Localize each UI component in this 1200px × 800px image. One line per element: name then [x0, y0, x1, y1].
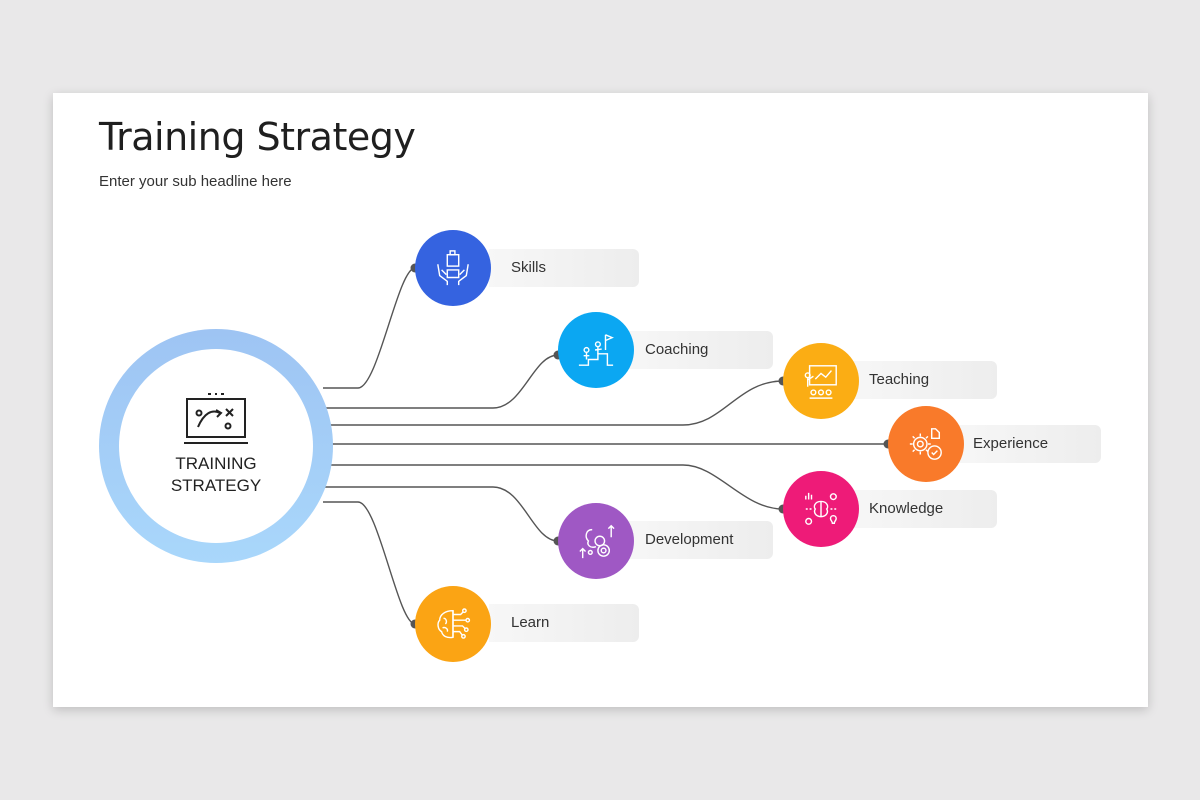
- label-development: Development: [645, 531, 734, 548]
- label-knowledge: Knowledge: [869, 500, 944, 517]
- node-learn: [415, 586, 491, 662]
- label-coaching: Coaching: [645, 341, 709, 358]
- climb-flag-icon: [578, 334, 614, 366]
- node-knowledge: [783, 471, 859, 547]
- hub-inner: TRAINING STRATEGY: [119, 349, 313, 543]
- label-pill-skills: Skills: [489, 249, 639, 287]
- brain-bulb-icon: [805, 492, 837, 525]
- label-pill-teaching: Teaching: [847, 361, 997, 399]
- presentation-icon: [804, 365, 837, 399]
- connector-learn: [323, 501, 416, 625]
- node-development: [558, 503, 634, 579]
- label-pill-knowledge: Knowledge: [847, 490, 997, 528]
- connector-skills: [323, 267, 416, 389]
- hands-puzzle-icon: [437, 250, 469, 286]
- label-teaching: Teaching: [869, 371, 930, 388]
- node-skills: [415, 230, 491, 306]
- label-experience: Experience: [973, 435, 1049, 452]
- node-teaching: [783, 343, 859, 419]
- connector-teaching: [323, 380, 784, 426]
- connector-coaching: [323, 354, 559, 409]
- brain-circuit-icon: [437, 608, 471, 639]
- label-learn: Learn: [511, 614, 550, 631]
- slide-title: Training Strategy: [99, 115, 416, 159]
- strategy-board-icon: [184, 393, 248, 444]
- connector-knowledge: [323, 464, 784, 510]
- label-pill-learn: Learn: [489, 604, 639, 642]
- label-pill-coaching: Coaching: [623, 331, 773, 369]
- node-coaching: [558, 312, 634, 388]
- gear-check-icon: [909, 428, 942, 460]
- connector-development: [323, 486, 559, 542]
- label-skills: Skills: [511, 259, 547, 276]
- slide-subtitle: Enter your sub headline here: [99, 173, 292, 190]
- label-pill-development: Development: [623, 521, 773, 559]
- hub-label-line1: TRAINING: [175, 454, 257, 473]
- central-hub: TRAINING STRATEGY: [99, 329, 333, 563]
- node-experience: [888, 406, 964, 482]
- label-pill-experience: Experience: [951, 425, 1101, 463]
- slide: Training Strategy Enter your sub headlin…: [53, 93, 1148, 707]
- hub-label-line2: STRATEGY: [170, 476, 262, 495]
- growth-gears-icon: [579, 524, 615, 559]
